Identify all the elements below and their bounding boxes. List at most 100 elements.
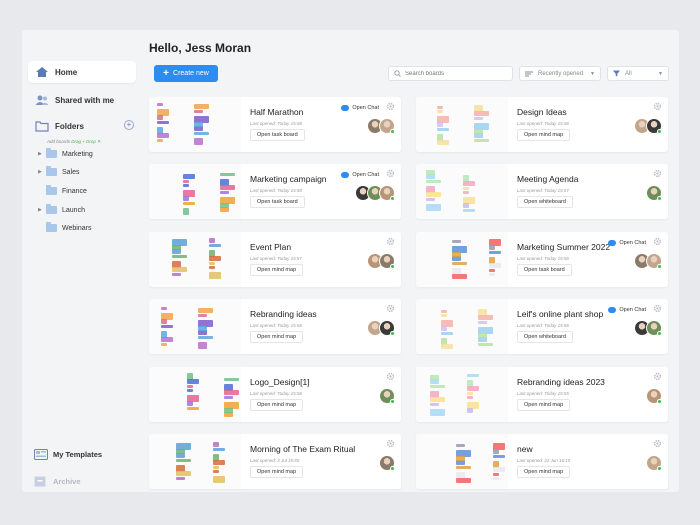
avatar[interactable]	[379, 455, 395, 471]
avatar[interactable]	[379, 388, 395, 404]
avatar[interactable]	[379, 118, 395, 134]
avatar[interactable]	[646, 253, 662, 269]
nav-folders[interactable]: Folders	[28, 115, 136, 137]
nav-my-templates[interactable]: My Templates	[34, 447, 102, 461]
plus-icon: +	[163, 67, 170, 79]
gear-icon[interactable]	[386, 237, 395, 246]
avatar[interactable]	[646, 320, 662, 336]
gear-icon[interactable]	[653, 237, 662, 246]
board-title[interactable]: new	[517, 444, 533, 454]
open-board-button[interactable]: Open mind map	[250, 466, 304, 478]
open-board-button[interactable]: Open mind map	[250, 399, 304, 411]
board-thumbnail[interactable]	[149, 434, 241, 489]
add-folder-button[interactable]: +	[124, 120, 134, 130]
gear-icon[interactable]	[653, 304, 662, 313]
avatar[interactable]	[646, 455, 662, 471]
open-board-button[interactable]: Open mind map	[517, 129, 571, 141]
nav-shared[interactable]: Shared with me	[28, 89, 136, 111]
open-board-button[interactable]: Open whiteboard	[517, 196, 573, 208]
search-input[interactable]	[405, 70, 505, 77]
avatar[interactable]	[646, 185, 662, 201]
close-hint-icon[interactable]: ✕	[97, 139, 101, 144]
folder-item-sales[interactable]: ▶ Sales	[38, 165, 80, 179]
nav-home[interactable]: Home	[28, 61, 136, 83]
open-board-button[interactable]: Open task board	[517, 264, 572, 276]
folder-item-marketing[interactable]: ▶ Marketing	[38, 147, 93, 161]
open-board-button[interactable]: Open whiteboard	[517, 331, 573, 343]
open-chat-label: Open Chat	[619, 239, 646, 246]
open-board-button[interactable]: Open mind map	[517, 466, 571, 478]
gear-icon[interactable]	[386, 102, 395, 111]
board-thumbnail[interactable]	[416, 367, 508, 422]
gear-icon[interactable]	[386, 304, 395, 313]
open-chat-button[interactable]: Open Chat	[341, 170, 379, 179]
gear-icon[interactable]	[653, 372, 662, 381]
gear-icon[interactable]	[386, 372, 395, 381]
gear-icon[interactable]	[386, 169, 395, 178]
gear-icon[interactable]	[386, 439, 395, 448]
board-title[interactable]: Event Plan	[250, 242, 292, 252]
folder-item-launch[interactable]: ▶ Launch	[38, 203, 85, 217]
open-board-button[interactable]: Open mind map	[250, 331, 304, 343]
board-title[interactable]: Marketing Summer 2022	[517, 242, 611, 252]
caret-right-icon[interactable]: ▶	[38, 207, 42, 213]
board-title[interactable]: Morning of The Exam Ritual	[250, 444, 356, 454]
board-thumbnail[interactable]	[416, 434, 508, 489]
filter-dropdown[interactable]: All ▼	[607, 66, 669, 81]
board-title[interactable]: Meeting Agenda	[517, 174, 579, 184]
avatar[interactable]	[379, 185, 395, 201]
board-thumbnail[interactable]	[416, 164, 508, 219]
board-thumbnail[interactable]	[149, 299, 241, 354]
create-new-button[interactable]: + Create new	[154, 65, 218, 82]
board-thumbnail[interactable]	[149, 97, 241, 152]
board-thumbnail[interactable]	[416, 299, 508, 354]
board-title[interactable]: Half Marathon	[250, 107, 304, 117]
sort-dropdown[interactable]: Recently opened ▼	[519, 66, 601, 81]
board-title[interactable]: Design Ideas	[517, 107, 567, 117]
board-title[interactable]: Rebranding ideas	[250, 309, 317, 319]
board-thumbnail[interactable]	[149, 164, 241, 219]
gear-icon[interactable]	[653, 102, 662, 111]
avatar[interactable]	[379, 320, 395, 336]
avatar[interactable]	[646, 118, 662, 134]
gear-icon[interactable]	[653, 439, 662, 448]
board-thumbnail[interactable]	[149, 232, 241, 287]
board-title[interactable]: Rebranding ideas 2023	[517, 377, 605, 387]
board-thumbnail[interactable]	[416, 232, 508, 287]
open-chat-button[interactable]: Open Chat	[341, 103, 379, 112]
folder-item-webinars[interactable]: Webinars	[38, 221, 91, 235]
board-title[interactable]: Leif's online plant shop	[517, 309, 604, 319]
caret-right-icon[interactable]: ▶	[38, 151, 42, 157]
open-board-button[interactable]: Open task board	[250, 129, 305, 141]
avatar[interactable]	[379, 253, 395, 269]
gear-icon[interactable]	[653, 169, 662, 178]
online-status-dot	[657, 264, 662, 269]
caret-right-icon[interactable]: ▶	[38, 169, 42, 175]
open-chat-button[interactable]: Open Chat	[608, 305, 646, 314]
search-box[interactable]	[388, 66, 513, 81]
open-board-button[interactable]: Open mind map	[250, 264, 304, 276]
avatar[interactable]	[646, 388, 662, 404]
folder-item-finance[interactable]: Finance	[38, 184, 87, 198]
open-board-button[interactable]: Open task board	[250, 196, 305, 208]
open-chat-button[interactable]: Open Chat	[608, 238, 646, 247]
board-title[interactable]: Logo_Design[1]	[250, 377, 310, 387]
open-board-button[interactable]: Open mind map	[517, 399, 571, 411]
nav-archive[interactable]: Archive	[34, 474, 81, 488]
board-thumbnail[interactable]	[149, 367, 241, 422]
board-thumbnail[interactable]	[416, 97, 508, 152]
board-title[interactable]: Marketing campaign	[250, 174, 327, 184]
collaborator-avatars	[634, 118, 662, 134]
